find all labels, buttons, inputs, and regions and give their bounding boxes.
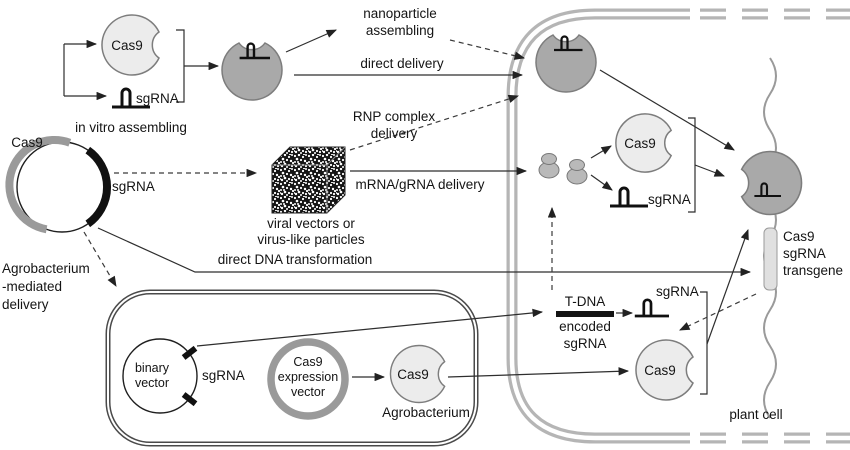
mrna-delivery-label: mRNA/gRNA delivery	[355, 177, 484, 192]
nanoparticle-label-line1: nanoparticle	[363, 6, 437, 21]
ribosome-1	[538, 153, 560, 179]
agrobacterium-label: Agrobacterium	[382, 405, 470, 420]
cas9-sgrna-plasmid	[5, 135, 112, 234]
cell-contents	[535, 34, 803, 401]
cell-cas9-top-label: Cas9	[624, 136, 656, 151]
cell-sgrna-top-hairpin	[608, 186, 650, 208]
transgene-cassette	[763, 227, 778, 291]
plasmid-sgrna-label: sgRNA	[112, 179, 155, 194]
agro-border-gap	[107, 291, 477, 445]
tdna-sgrna-label: sgRNA	[656, 284, 699, 299]
arrow-nanoparticle-to-cell	[449, 39, 526, 60]
cell-wall-dashed-gap	[700, 11, 850, 441]
cas9-top-label: Cas9	[111, 38, 143, 53]
arrow-products-to-dna	[706, 229, 749, 345]
cell-cas9-bottom-label: Cas9	[644, 363, 676, 378]
arrow-agro-cas9-to-cell	[447, 367, 630, 378]
binary-vector-tdna-marks	[181, 345, 198, 407]
nanoparticle-label-line2: assembling	[366, 23, 434, 38]
text-labels: nanoparticle assembling direct delivery …	[2, 6, 843, 422]
arrow-binary-vector-to-tdna	[196, 308, 544, 347]
rnp-cas9-blob	[221, 42, 283, 101]
plant-cell-label: plant cell	[729, 407, 782, 422]
tdna-label-line2: encoded	[559, 319, 611, 334]
plasmid-cas9-label: Cas9	[11, 135, 43, 150]
rnp-delivery-label-line1: RNP complex	[353, 109, 436, 124]
agrobacterium-envelope	[105, 289, 479, 447]
cube-edges	[272, 146, 346, 213]
arrow-ribosome-to-cas9	[590, 145, 612, 159]
plasmid-sgrna-gene-arc	[85, 146, 112, 228]
transgene-label-line1: Cas9	[783, 229, 815, 244]
dna-bound-cas9	[740, 150, 803, 216]
binary-sgrna-label: sgRNA	[202, 368, 245, 383]
direct-dna-label: direct DNA transformation	[218, 252, 373, 267]
genomic-dna	[763, 57, 778, 419]
arrow-to-agrobacterium	[83, 231, 117, 287]
tdna-bar	[556, 311, 614, 317]
cube-body	[271, 146, 346, 214]
plasmid-cas9-gene-arc	[5, 135, 72, 234]
viral-particle-cube	[271, 146, 346, 214]
cas9-expression-vector-circle	[267, 338, 349, 420]
in-vitro-label: in vitro assembling	[75, 120, 187, 135]
arrow-ribosome-to-sgrna	[590, 174, 613, 191]
transgene-label-line2: sgRNA	[783, 246, 826, 261]
arrow-to-nanoparticle	[285, 29, 337, 53]
agro-mediated-label-line3: delivery	[2, 297, 49, 312]
agro-mediated-label-line2: -mediated	[2, 279, 62, 294]
tdna-label-line3: sgRNA	[564, 336, 607, 351]
binary-vector-label-line2: vector	[135, 376, 169, 390]
viral-vectors-label-line2: virus-like particles	[257, 232, 365, 247]
tdna-products-bracket	[700, 291, 708, 395]
rnp-complex	[221, 42, 283, 101]
sgrna-top-label: sgRNA	[136, 91, 179, 106]
arrow-rnp-complex-delivery	[349, 94, 519, 151]
agro-cas9-label: Cas9	[397, 367, 429, 382]
rnp-delivery-label-line2: delivery	[371, 126, 418, 141]
binary-vector-circle	[122, 338, 198, 414]
cell-wall-inner-gap	[509, 11, 690, 441]
viral-vectors-label-line1: viral vectors or	[267, 216, 355, 231]
arrow-rnp-to-dna	[599, 69, 735, 151]
expr-vector-label-line3: vector	[291, 385, 325, 399]
agro-contents	[122, 338, 446, 420]
arrow-complex-to-dna	[694, 164, 725, 177]
direct-delivery-label: direct delivery	[360, 56, 444, 71]
cell-rnp-cas9	[535, 34, 597, 93]
ribosome-2	[566, 159, 588, 185]
connectors	[63, 29, 757, 395]
tdna-sgrna-hairpin	[633, 298, 671, 318]
expr-vector-label-line2: expression	[278, 370, 338, 384]
agro-mediated-label-line1: Agrobacterium	[2, 261, 90, 276]
binary-vector-label-line1: binary	[135, 361, 170, 375]
tdna-label-line1: T-DNA	[565, 294, 606, 309]
cell-sgrna-top-label: sgRNA	[648, 192, 691, 207]
arrow-direct-dna-transformation	[97, 227, 752, 277]
plant-cell-membrane	[506, 8, 850, 444]
transgene-label-line3: transgene	[783, 263, 843, 278]
expr-vector-label-line1: Cas9	[293, 355, 322, 369]
